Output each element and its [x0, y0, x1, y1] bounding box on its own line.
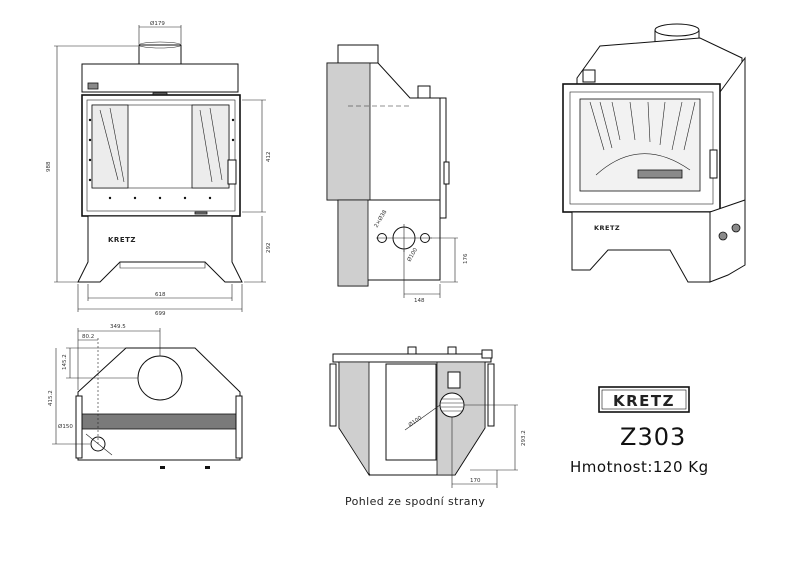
bottom-tab-1 [407, 346, 417, 355]
brand-block: KRETZ Z303 Hmotnost:120 Kg [570, 386, 709, 476]
front-hood-knob [87, 82, 99, 90]
top-view: 349.5 80.2 145.2 415.2 Ø150 [48, 324, 243, 469]
iso-knob [582, 69, 596, 83]
front-view: KRETZ Ø179 988 412 292 618 699 [46, 20, 272, 317]
front-base-logo: KRETZ [108, 236, 136, 244]
iso-grate [637, 169, 683, 179]
bottom-left-shade [338, 361, 370, 477]
front-door-inner [86, 99, 236, 212]
iso-base-logo: KRETZ [594, 224, 620, 232]
iso-base-front [571, 211, 711, 283]
side-view: 2×Ø38 Ø100 176 148 [326, 44, 469, 304]
side-dim-width: 148 [414, 298, 425, 304]
bottom-dim-width: 170 [470, 478, 481, 484]
iso-base-side [709, 199, 746, 283]
front-flue-top [138, 41, 182, 49]
front-dim-height-base: 292 [266, 243, 272, 254]
front-dim-height-door: 412 [266, 152, 272, 163]
front-dim-flue: Ø179 [150, 20, 165, 27]
side-base-shaded [337, 199, 369, 287]
iso-door-handle [709, 149, 718, 179]
front-glass-left-shade [91, 104, 129, 189]
front-door-bolts [88, 118, 235, 200]
bottom-right-shade [436, 361, 486, 476]
iso-base-hole-2 [731, 223, 741, 233]
front-flame-line-3 [199, 109, 213, 183]
iso-base-hole-1 [718, 231, 728, 241]
bottom-right-rail [487, 363, 495, 427]
bottom-air-hole [439, 392, 465, 418]
brand-logo: KRETZ [613, 392, 675, 410]
front-flame-line-4 [209, 107, 223, 181]
bottom-centre-plate [385, 363, 437, 461]
front-flame-line-2 [109, 107, 125, 183]
brand-logo-frame [598, 386, 690, 413]
top-flue-hole [137, 355, 183, 401]
weight-label: Hmotnost:120 Kg [570, 458, 709, 476]
top-front-marks [160, 466, 210, 469]
brand-logo-inner-frame [601, 389, 687, 410]
front-handle-bottom [194, 211, 208, 215]
front-hood [81, 63, 239, 93]
front-dim-height-total: 988 [46, 161, 52, 172]
side-dim-height: 176 [463, 253, 469, 264]
bottom-top-plate [332, 353, 492, 363]
front-dim-width-door: 618 [155, 292, 166, 298]
front-base-cutout [119, 262, 206, 269]
top-dim-width-b: 80.2 [82, 334, 94, 340]
front-flame-line-1 [99, 109, 119, 181]
bottom-view: Ø100 170 293.2 Pohled ze spodní strany [329, 346, 527, 508]
top-dim-width-a: 349.5 [110, 324, 126, 330]
model-title: Z303 [620, 423, 686, 451]
iso-firebox-lines [589, 101, 696, 176]
front-base [77, 215, 243, 283]
bottom-dim-depth: 293.2 [521, 430, 527, 446]
front-door-handle [227, 159, 237, 185]
side-handle [443, 161, 450, 185]
side-door-profile [439, 97, 447, 219]
bottom-bracket [447, 371, 461, 389]
iso-flue-top [654, 23, 700, 37]
side-flue [337, 44, 379, 64]
iso-door-inner [569, 91, 714, 205]
top-dark-band [81, 413, 237, 430]
front-glass-right-shade [191, 104, 230, 189]
bottom-tab-2 [447, 346, 457, 355]
front-dim-width-total: 699 [155, 311, 166, 317]
top-dim-depth-a: 145.2 [62, 354, 68, 370]
top-right-rail [235, 395, 243, 459]
side-knob [417, 85, 431, 99]
bottom-left-rail [329, 363, 337, 427]
bottom-tab-3 [481, 349, 493, 359]
bottom-air-hole-grille [441, 398, 463, 412]
top-left-rail [75, 395, 83, 459]
top-dim-hole: Ø150 [58, 423, 73, 430]
isometric-view: KRETZ [562, 23, 746, 283]
bottom-view-caption: Pohled ze spodní strany [345, 495, 485, 508]
side-shaded-panel [326, 62, 371, 201]
top-dim-depth-b: 415.2 [48, 390, 54, 406]
